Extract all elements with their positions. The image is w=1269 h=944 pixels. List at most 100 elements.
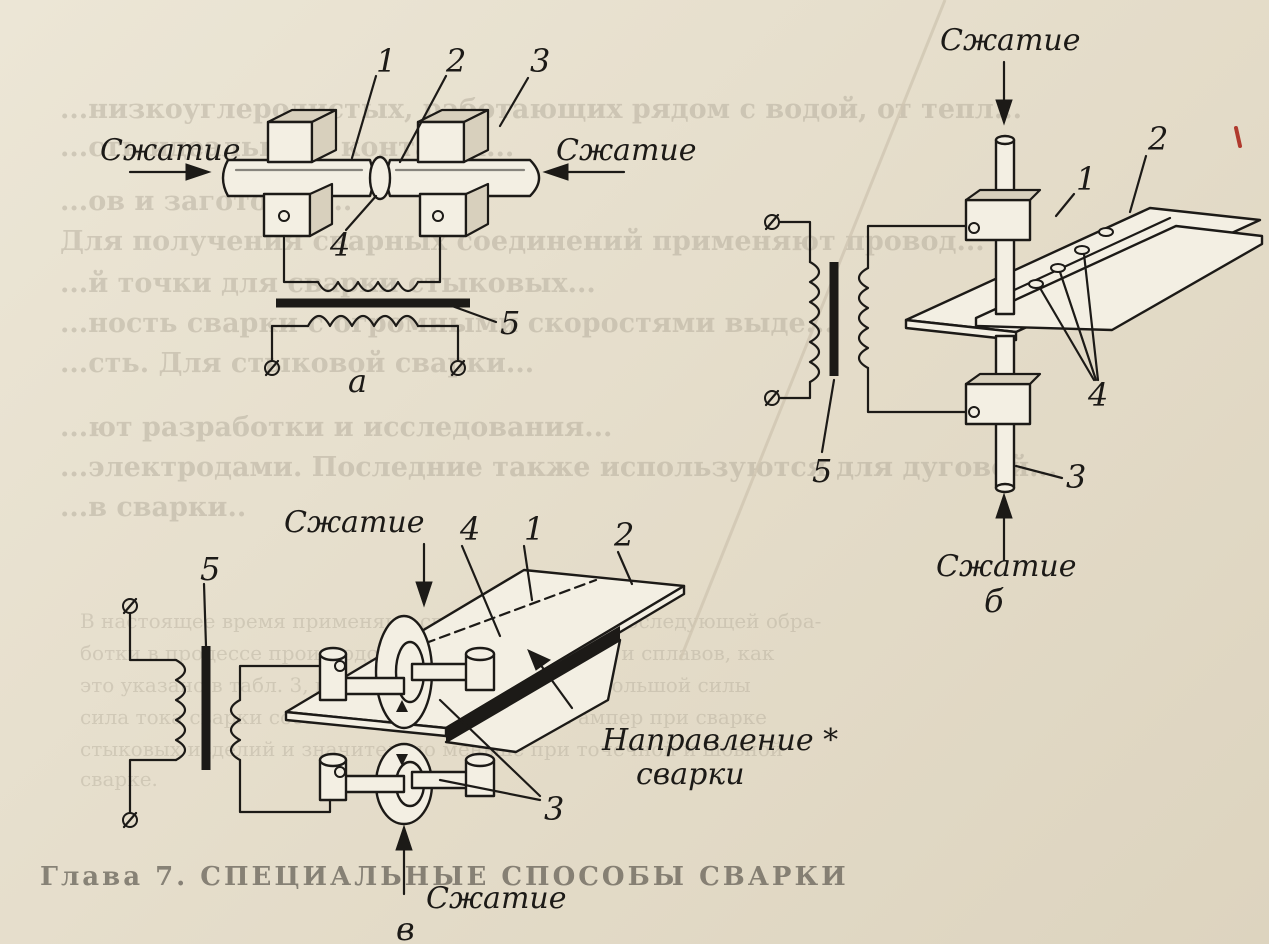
label-5-a: 5 [500,304,520,342]
clamp-right-top-side [462,108,490,164]
leader-5-a [450,304,498,324]
holder-lower-b [964,382,1032,426]
primary-coil-v [174,658,187,762]
direction-label-line2: сварки [636,757,745,792]
ghost-line-8: ...ют разработки и исследования... [60,412,612,443]
ghost-par-6: сварке. [80,767,158,791]
terminal-lower-v [334,766,346,778]
wire-v-primary-top [128,612,178,662]
label-2-a: 2 [445,42,466,80]
clamp-right-bottom-side [464,182,490,238]
leader-1-a [350,74,378,160]
terminal-right-a [432,210,444,222]
secondary-coil-v [229,698,242,762]
sub-label-a: а [348,362,367,400]
label-4-v: 4 [459,510,480,548]
scheme-b-spot-welding: Сжатие [764,23,1264,620]
input-terminal-v-bottom [122,812,138,828]
holder-upper-v-right-top [464,646,496,662]
direction-arrow-shaft [538,662,574,710]
clamp-left-bottom-side [308,182,334,238]
secondary-coil-a [316,280,420,293]
label-3-b: 3 [1066,458,1086,496]
label-2-v: 2 [613,516,634,554]
sheet-upper-b-edge [904,318,1018,342]
leader-3-a [498,76,530,128]
primary-coil-b [808,260,821,384]
leader-4-v [460,544,502,638]
ghost-line-10: ...в сварки.. [60,492,246,523]
terminal-lower-b [968,406,980,418]
shaft-upper-v-right [410,662,470,682]
arrowhead-v-top [415,581,433,608]
arrowhead-b-bottom [995,492,1013,519]
wire-v-bottom [238,758,332,814]
rod-left [221,158,375,198]
wire-a-left [282,234,320,284]
label-2-b: 2 [1147,120,1168,158]
terminal-upper-b [968,222,980,234]
secondary-coil-b [857,266,870,370]
wire-v-top [238,664,322,702]
arrowhead-a-left [185,163,212,181]
red-mark [1234,126,1242,148]
leader-2-a [398,74,448,164]
input-terminal-a-left-slash [264,359,280,377]
input-terminal-b-top [764,214,780,230]
spot-weld-2 [1050,263,1066,273]
leader-1-b [1054,192,1076,218]
ghost-line-5: ...й точки для сварки стыковых... [60,268,596,299]
input-terminal-b-bottom [764,390,780,406]
compression-label-v-bottom: Сжатие [426,881,566,916]
leader-4-b-2 [1058,270,1098,382]
label-5-v: 5 [200,550,220,588]
holder-lower-v-left-top [318,752,348,768]
paper-crease [678,0,947,661]
holder-upper-b [964,198,1032,242]
ghost-par-5: стыковых изделий и значительно меньше пр… [80,737,783,761]
weld-joint [368,155,392,201]
label-1-a: 1 [376,42,396,80]
direction-label-line1: Направление * [601,723,838,758]
wire-v-primary-bottom [128,758,178,814]
compression-label-a-left: Сжатие [100,133,240,168]
rotation-arrow-lower-v [396,754,408,766]
leader-3-v-2 [438,778,542,802]
electrode-lower-b-bottom [994,482,1016,494]
holder-lower-b-top [964,372,1042,386]
compression-label-v-top: Сжатие [284,505,424,540]
label-3-v: 3 [544,790,564,828]
seam-weld-v [446,626,620,742]
label-4-b: 4 [1087,376,1108,414]
ghost-heading: Глава 7. СПЕЦИАЛЬНЫЕ СПОСОБЫ СВАРКИ [40,862,849,892]
wire-b-primary-top [778,220,812,264]
ghost-line-9: ...электродами. Последние также использу… [60,452,1057,483]
arrowhead-b-top [995,99,1013,126]
leader-1-v [522,544,534,602]
clamp-right-top [416,120,466,164]
leader-2-v [616,550,634,586]
clamp-left-top-side [310,108,338,164]
leader-4-a [344,194,378,232]
label-3-a: 3 [530,42,550,80]
holder-upper-v-left-top [318,646,348,662]
spot-weld-4 [1098,227,1114,237]
arrowhead-v-bottom [395,824,413,851]
wire-a-primary-right [416,324,460,362]
electrode-upper-b-top [994,134,1016,146]
leader-4-b-1 [1038,286,1096,382]
arrowhead-a-right [542,163,569,181]
leader-5-v [202,582,208,648]
leader-2-b [1128,154,1148,214]
input-terminal-b-bottom-slash [764,389,780,407]
compression-label-b-bottom: Сжатие [936,549,1076,584]
label-1-v: 1 [524,510,544,548]
leader-5-b [820,378,836,454]
spot-weld-1 [1028,279,1044,289]
input-terminal-b-top-slash [764,213,780,231]
input-terminal-v-top [122,598,138,614]
label-1-b: 1 [1076,160,1096,198]
scheme-a-butt-welding: Сжатие Сжатие [100,42,696,400]
